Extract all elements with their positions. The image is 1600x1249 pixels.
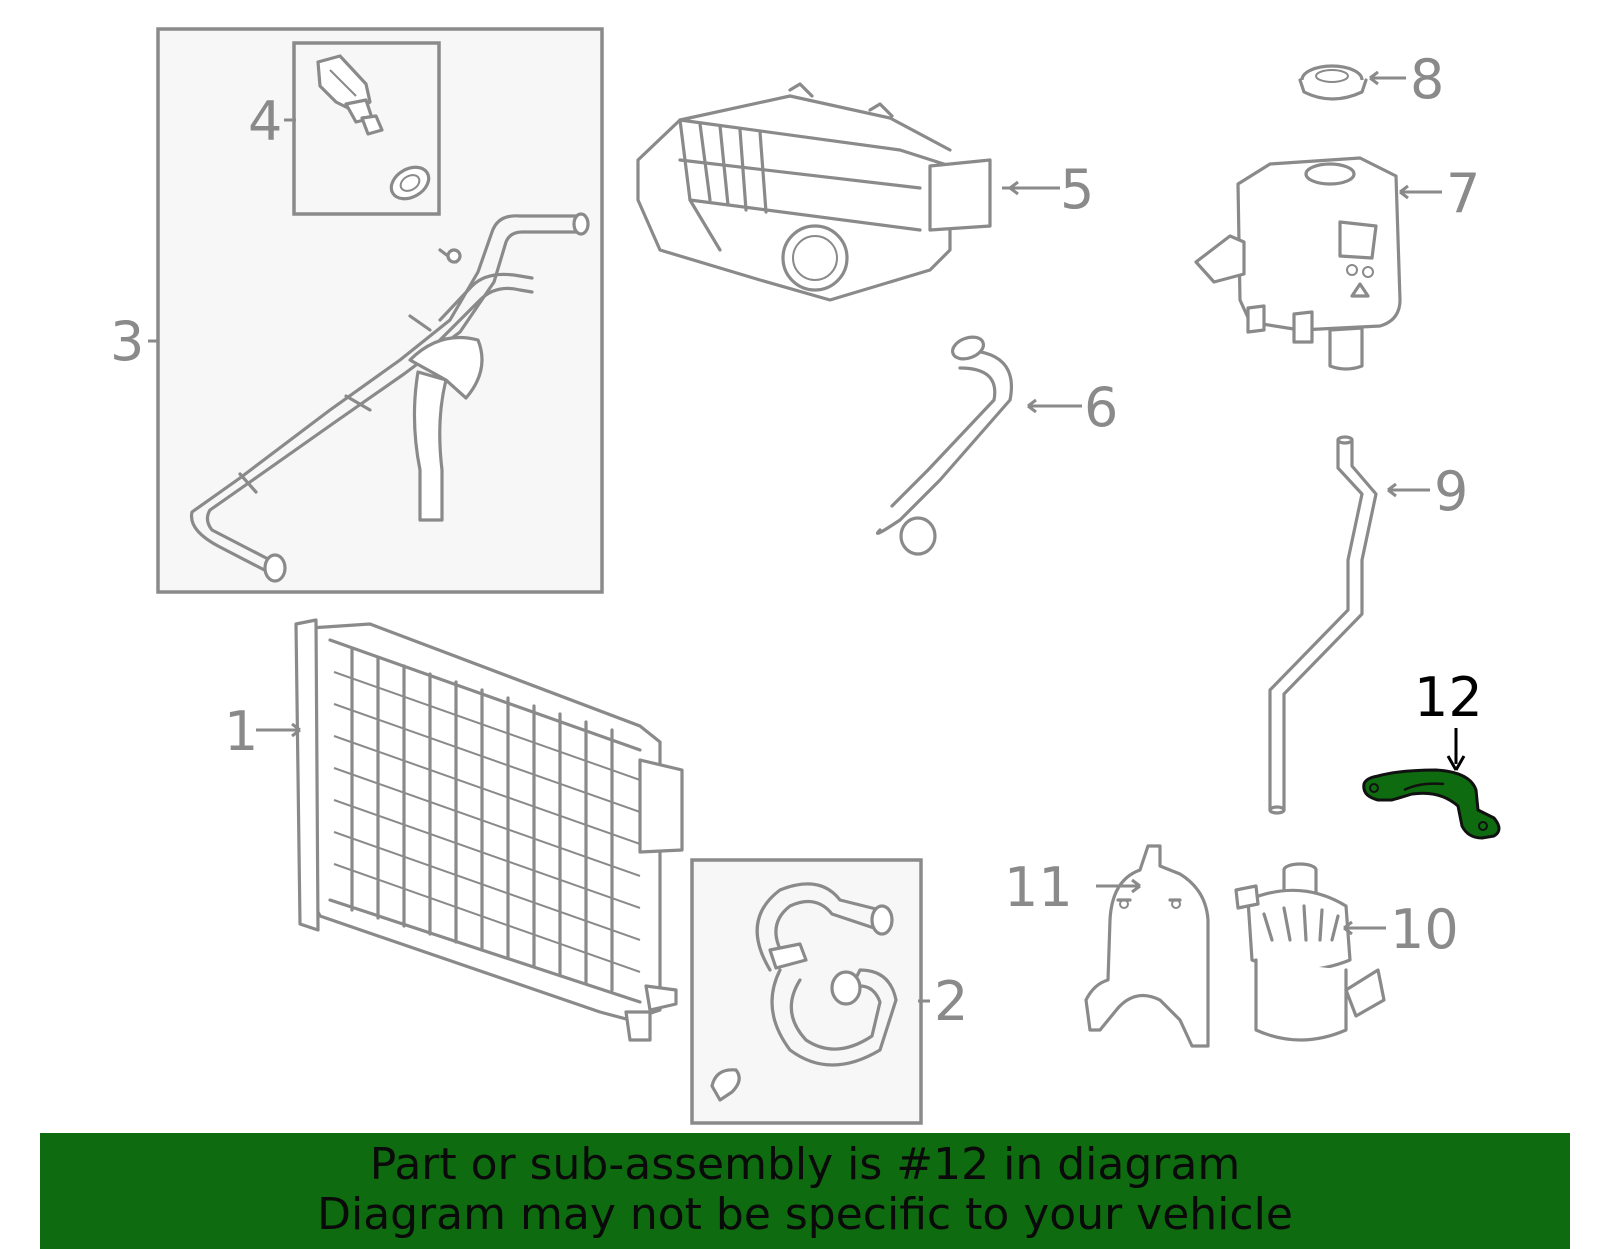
callout-4: 4 — [248, 90, 282, 153]
callout-3: 3 — [110, 310, 144, 373]
part-6-hose[interactable] — [875, 333, 1013, 556]
parts-diagram: 1 2 3 4 5 6 7 8 9 10 11 12 — [110, 27, 1501, 1125]
part-12-bracket-highlighted[interactable] — [1362, 768, 1501, 840]
part-3-hose-assembly[interactable] — [189, 212, 590, 583]
leader-lines — [148, 70, 1466, 1003]
part-8-cap[interactable] — [1298, 64, 1368, 101]
callout-9: 9 — [1434, 460, 1468, 523]
info-banner: Part or sub-assembly is #12 in diagram D… — [40, 1133, 1570, 1249]
part-2-hose-set[interactable] — [710, 882, 898, 1102]
callout-5: 5 — [1060, 158, 1094, 221]
part-9-tube[interactable] — [1268, 435, 1378, 815]
part-5-charge-air-cooler[interactable] — [636, 82, 992, 302]
callout-6: 6 — [1084, 376, 1118, 439]
part-10-pump[interactable] — [1234, 862, 1386, 1042]
part-4-sensor[interactable] — [316, 54, 434, 205]
part-7-reservoir[interactable] — [1194, 156, 1402, 371]
callout-8: 8 — [1410, 48, 1444, 111]
callout-11: 11 — [1004, 856, 1073, 919]
callout-1: 1 — [224, 700, 258, 763]
callout-7: 7 — [1446, 162, 1480, 225]
banner-line-2: Diagram may not be specific to your vehi… — [317, 1189, 1293, 1240]
callout-10: 10 — [1390, 898, 1459, 961]
callout-2: 2 — [934, 970, 968, 1033]
banner-line-1: Part or sub-assembly is #12 in diagram — [369, 1139, 1241, 1190]
part-1-radiator[interactable] — [294, 618, 684, 1042]
callout-12: 12 — [1414, 666, 1483, 729]
part-11-bracket[interactable] — [1084, 844, 1210, 1048]
